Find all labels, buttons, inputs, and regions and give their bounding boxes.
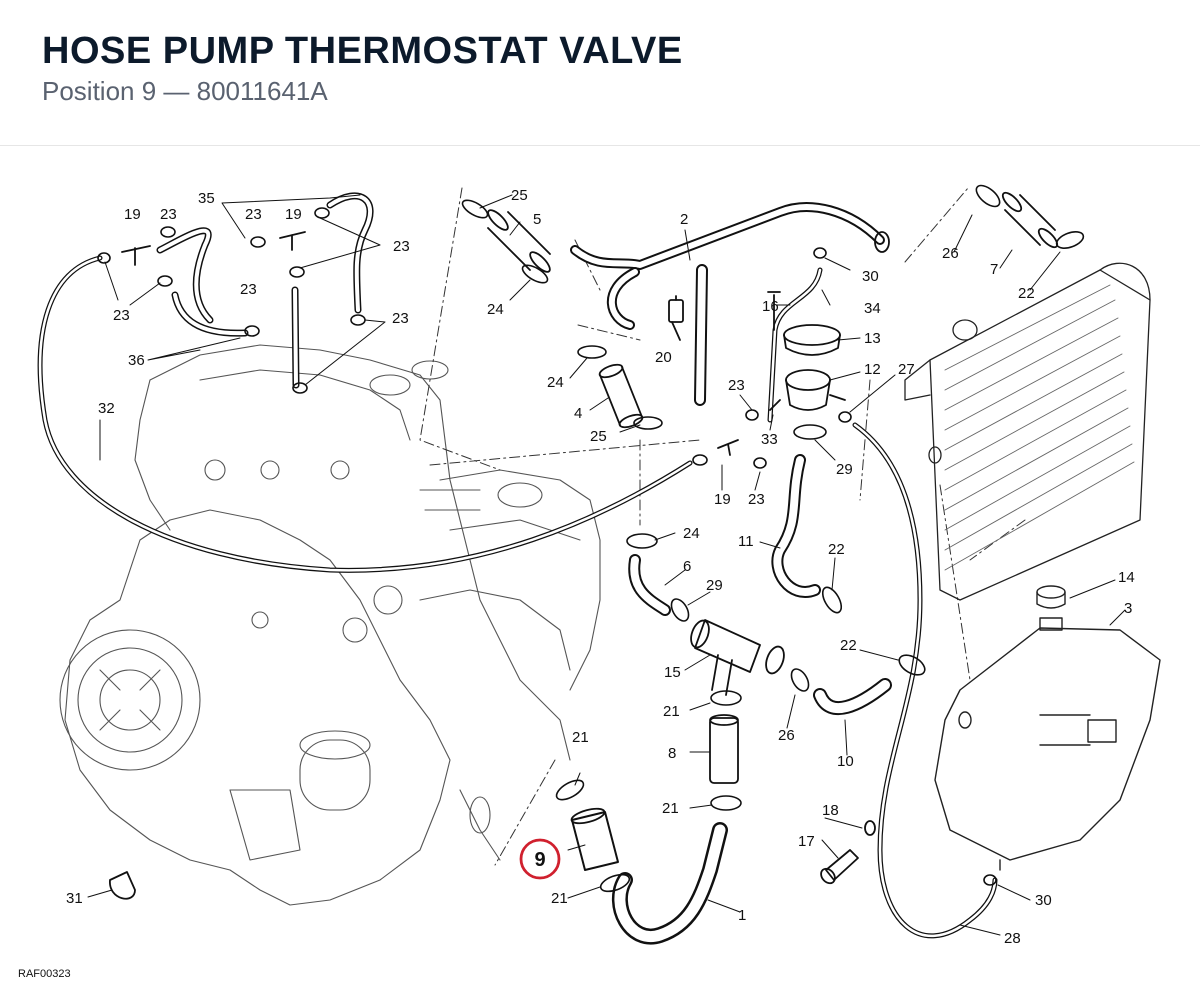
callout-11: 11 [738,533,754,550]
hose-system [37,191,1059,945]
callout-20: 20 [655,349,672,366]
callout-10: 10 [837,753,854,770]
callout-23: 23 [728,377,745,394]
callout-13: 13 [864,330,881,347]
highlight-label: 9 [534,849,545,871]
callout-23: 23 [240,281,257,298]
callout-23: 23 [113,307,130,324]
callout-22: 22 [1018,285,1035,302]
callout-23: 23 [393,238,410,255]
callout-12: 12 [864,361,881,378]
callout-23: 23 [245,206,262,223]
callout-19: 19 [714,491,731,508]
callout-32: 32 [98,400,115,417]
callout-29: 29 [836,461,853,478]
callout-22: 22 [828,541,845,558]
callout-33: 33 [761,431,778,448]
callout-26: 26 [942,245,959,262]
callout-21: 21 [572,729,589,746]
callout-3: 3 [1124,600,1132,617]
callout-25: 25 [590,428,607,445]
label-leaders [87,194,1126,936]
callout-21: 21 [551,890,568,907]
page-header: HOSE PUMP THERMOSTAT VALVE Position 9 — … [0,0,1200,146]
callout-16: 16 [762,298,779,315]
callout-18: 18 [822,802,839,819]
callout-5: 5 [533,211,541,228]
exploded-parts-diagram: 9 35 19 23 23 19 23 23 23 23 36 32 25 5 … [37,184,1161,947]
callout-14: 14 [1118,569,1135,586]
page-subtitle: Position 9 — 80011641A [42,76,328,106]
callout-24: 24 [487,301,504,318]
drawing-code: RAF00323 [18,968,71,980]
callout-19: 19 [124,206,141,223]
callout-23: 23 [160,206,177,223]
callout-35: 35 [198,190,215,207]
callout-28: 28 [1004,930,1021,947]
engine-block [59,344,601,906]
callout-8: 8 [668,745,676,762]
callout-labels: 35 19 23 23 19 23 23 23 23 36 32 25 5 24… [66,187,1135,947]
callout-29: 29 [706,577,723,594]
callout-21: 21 [662,800,679,817]
callout-17: 17 [798,833,815,850]
radiator [904,262,1151,601]
page-title: HOSE PUMP THERMOSTAT VALVE [42,30,683,72]
callout-19: 19 [285,206,302,223]
callout-27: 27 [898,361,915,378]
callout-24: 24 [547,374,564,391]
callout-7: 7 [990,261,998,278]
callout-34: 34 [864,300,881,317]
callout-25: 25 [511,187,528,204]
callout-4: 4 [574,405,582,422]
callout-31: 31 [66,890,83,907]
leader-lines [419,187,1026,866]
callout-23: 23 [392,310,409,327]
callout-30: 30 [1035,892,1052,909]
callout-24: 24 [683,525,700,542]
callout-23: 23 [748,491,765,508]
callout-36: 36 [128,352,145,369]
expansion-tank [934,585,1161,871]
callout-15: 15 [664,664,681,681]
hose-clamps [97,184,1085,893]
highlight-circle [519,838,561,880]
callout-6: 6 [683,558,691,575]
callout-2: 2 [680,211,688,228]
callout-1: 1 [738,907,746,924]
callout-26: 26 [778,727,795,744]
callout-21: 21 [663,703,680,720]
callout-30: 30 [862,268,879,285]
callout-22: 22 [840,637,857,654]
